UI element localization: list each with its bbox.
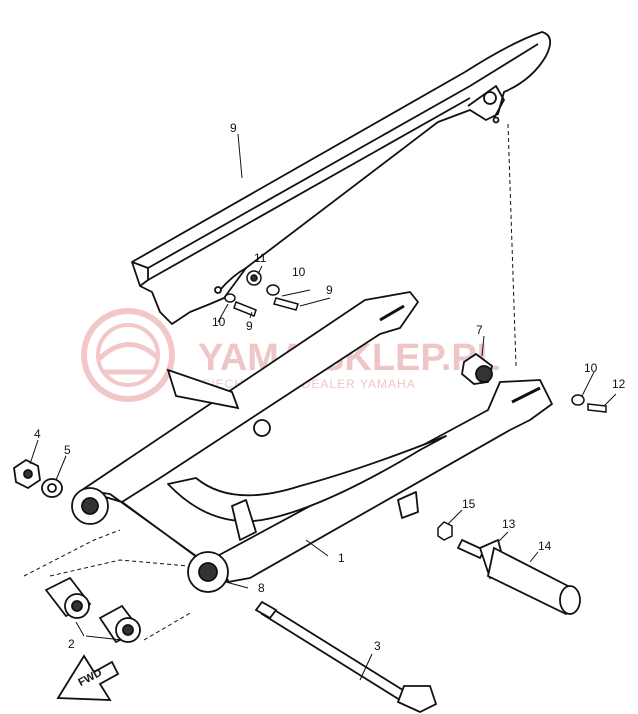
callout-13: 13 — [502, 517, 516, 531]
callout-3: 3 — [374, 639, 381, 653]
callout-4: 4 — [34, 427, 41, 441]
callout-5: 5 — [64, 443, 71, 457]
callout-6: 8 — [258, 581, 265, 595]
callout-2: 2 — [68, 637, 75, 651]
bushing-pair — [44, 576, 142, 644]
callout-11: 11 — [254, 251, 267, 265]
callout-9-lower: 9 — [246, 319, 253, 333]
swing-arm — [81, 291, 553, 583]
callout-10-left: 10 — [212, 315, 226, 329]
callout-9-upper: 9 — [326, 283, 333, 297]
forward-direction-marker: FWD — [56, 654, 120, 701]
pivot-bushing-left — [71, 487, 109, 525]
leader-lines — [29, 133, 617, 681]
chain-case — [131, 31, 552, 325]
callout-10-right: 10 — [584, 361, 598, 375]
callout-12: 12 — [612, 377, 626, 391]
pivot-nut — [13, 458, 41, 490]
callout-15: 15 — [462, 497, 476, 511]
callout-7: 7 — [476, 323, 483, 337]
rear-footrest — [456, 538, 581, 616]
callout-14: 14 — [538, 539, 552, 553]
chain-guide-rubber — [461, 352, 494, 385]
pivot-shaft — [254, 600, 438, 713]
small-hardware — [224, 270, 607, 541]
left-footrest-rubber — [166, 368, 240, 410]
callout-1: 1 — [338, 551, 345, 565]
callout-8: 9 — [230, 121, 237, 135]
watermark-logo — [81, 308, 175, 402]
callout-10-upper: 10 — [292, 265, 306, 279]
pivot-bushing-right — [187, 551, 229, 593]
pivot-washer — [41, 478, 63, 498]
callouts: 9 1 3 8 2 4 5 7 11 10 9 10 9 10 12 15 13… — [34, 121, 626, 653]
alignment-dashes — [23, 123, 517, 641]
